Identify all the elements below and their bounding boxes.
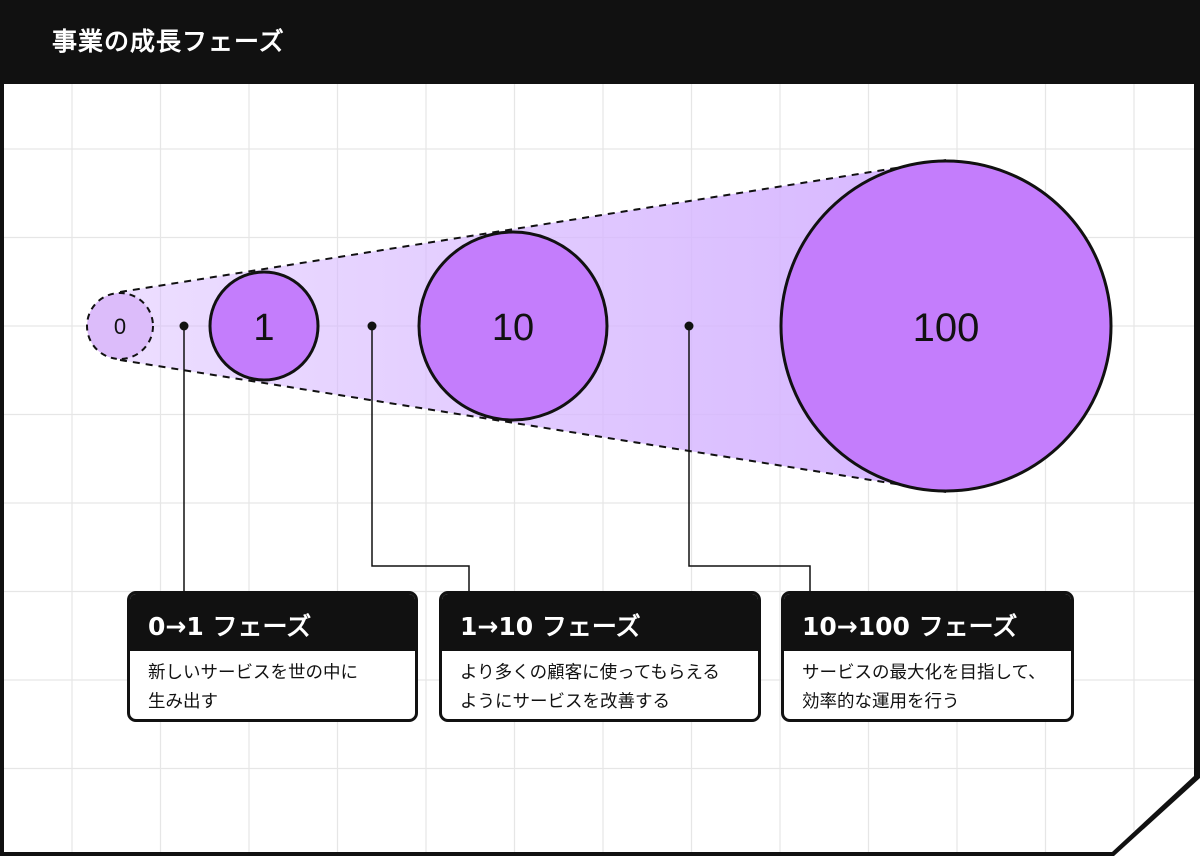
phase-description: より多くの顧客に使ってもらえる ようにサービスを改善する [442, 651, 758, 717]
cone-edge-bottom [119, 359, 947, 493]
circle-label-10: 10 [492, 307, 534, 349]
phase-title: 10→100 フェーズ [784, 594, 1071, 651]
phase-description: サービスの最大化を目指して、 効率的な運用を行う [784, 651, 1071, 717]
phase-description-line: 新しいサービスを世の中に [148, 663, 358, 683]
phase-description-line: サービスの最大化を目指して、 [802, 663, 1046, 683]
connector-phase-2 [371, 326, 470, 593]
connector-dot-2 [367, 321, 377, 331]
connector-dot-3 [684, 321, 694, 331]
phase-description-line: 生み出す [148, 692, 218, 712]
phase-title: 1→10 フェーズ [442, 594, 758, 651]
circle-label-100: 100 [913, 306, 980, 350]
cone-edge-top [119, 159, 947, 293]
page-title: 事業の成長フェーズ [52, 27, 285, 56]
phase-card-1-10: 1→10 フェーズ より多くの顧客に使ってもらえる ようにサービスを改善する [439, 591, 761, 722]
circle-1: 1 [208, 270, 320, 382]
phase-description-line: 効率的な運用を行う [802, 692, 960, 712]
circle-label-1: 1 [253, 307, 274, 349]
circle-100: 100 [779, 159, 1113, 493]
phase-card-10-100: 10→100 フェーズ サービスの最大化を目指して、 効率的な運用を行う [781, 591, 1074, 722]
connector-phase-3 [688, 326, 811, 593]
phase-description-line: ようにサービスを改善する [460, 692, 670, 712]
phase-description: 新しいサービスを世の中に 生み出す [130, 651, 415, 717]
circle-0: 0 [86, 292, 154, 360]
circle-10: 10 [417, 230, 609, 422]
connector-dot-1 [179, 321, 189, 331]
phase-title: 0→1 フェーズ [130, 594, 415, 651]
phase-description-line: より多くの顧客に使ってもらえる [460, 663, 720, 683]
phase-card-0-1: 0→1 フェーズ 新しいサービスを世の中に 生み出す [127, 591, 418, 722]
circle-label-0: 0 [114, 314, 126, 339]
